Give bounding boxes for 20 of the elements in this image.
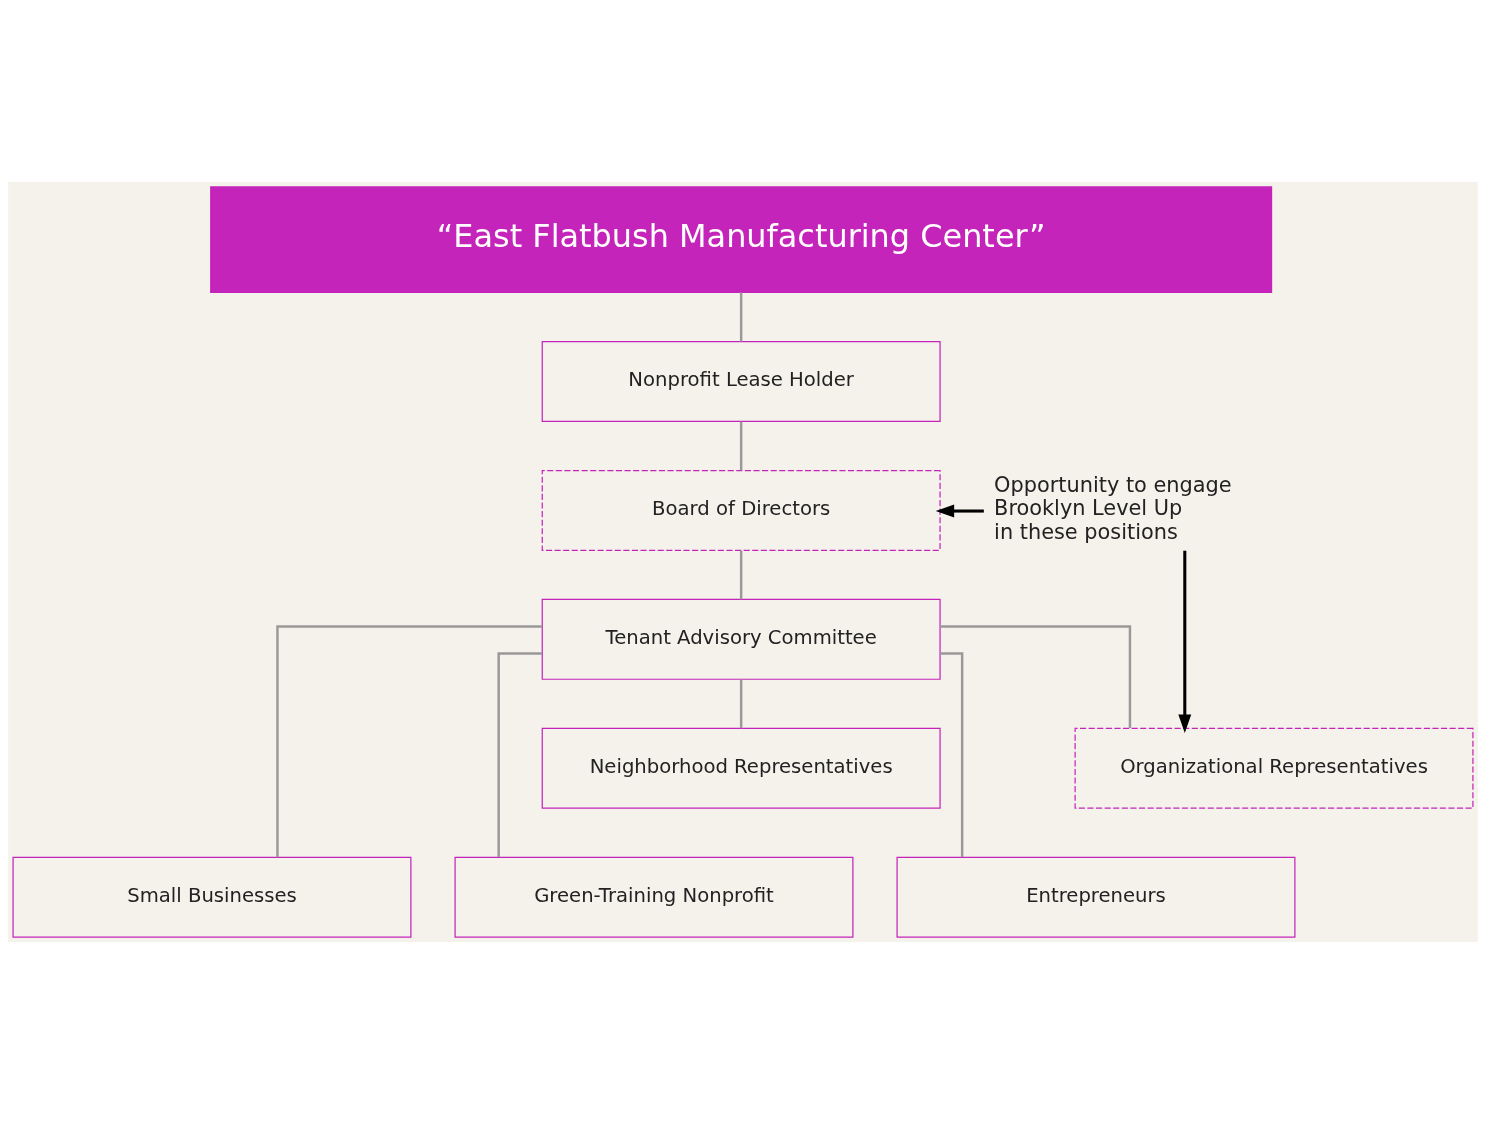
connector [497, 651, 542, 857]
node-box: Entrepreneurs [896, 856, 1296, 938]
node-box: Neighborhood Representatives [541, 727, 941, 809]
connector [739, 421, 743, 470]
arrow [935, 504, 984, 517]
node-box: Organizational Representatives [1074, 727, 1474, 809]
node-box: “East Flatbush Manufacturing Center” [210, 185, 1273, 293]
node-box: Board of Directors [541, 469, 941, 551]
node-text: Opportunity to engage Brooklyn Level Up in these positions [994, 472, 1232, 544]
connector [739, 550, 743, 599]
node-box: Nonprofit Lease Holder [541, 340, 941, 422]
node-box: Tenant Advisory Committee [541, 598, 941, 680]
connector [739, 292, 743, 342]
connector [940, 624, 1132, 728]
connector [276, 624, 543, 857]
arrow [1178, 550, 1192, 733]
connector [739, 678, 743, 728]
node-box: Small Businesses [12, 856, 412, 938]
node-box: Green-Training Nonprofit [454, 856, 854, 938]
connector [940, 651, 964, 857]
